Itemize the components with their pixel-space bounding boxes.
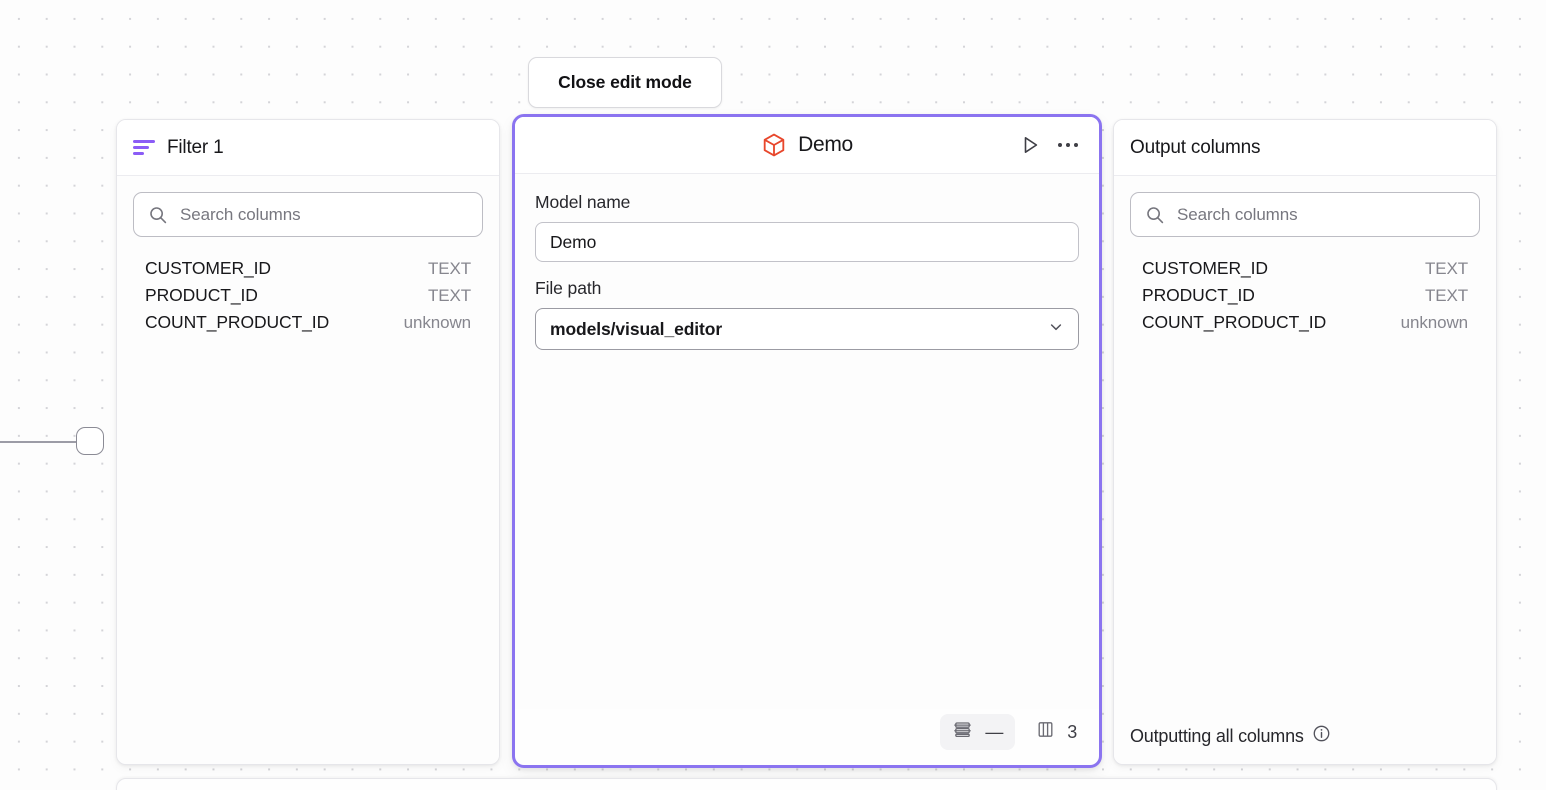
table-row[interactable]: PRODUCT_ID TEXT xyxy=(133,282,483,309)
close-edit-mode-button[interactable]: Close edit mode xyxy=(528,57,722,108)
connector-handle[interactable] xyxy=(76,427,104,455)
column-name: PRODUCT_ID xyxy=(145,285,258,305)
file-path-select[interactable]: models/visual_editor xyxy=(535,308,1079,350)
filter-panel-header: Filter 1 xyxy=(117,120,499,176)
model-panel-title: Demo xyxy=(798,133,853,156)
column-type: unknown xyxy=(1400,313,1468,332)
run-icon[interactable] xyxy=(1013,128,1047,162)
file-path-label: File path xyxy=(535,278,602,298)
cube-icon xyxy=(763,133,785,157)
more-options-icon[interactable] xyxy=(1051,128,1085,162)
model-footer-stats: — 3 xyxy=(515,709,1099,765)
column-type: unknown xyxy=(403,313,471,332)
filter-search-box[interactable] xyxy=(133,192,483,237)
row-count-value: — xyxy=(985,721,1004,742)
columns-icon xyxy=(1035,719,1056,745)
table-row[interactable]: COUNT_PRODUCT_ID unknown xyxy=(1130,309,1480,336)
model-title-group: Demo xyxy=(761,132,853,158)
table-row[interactable]: CUSTOMER_ID TEXT xyxy=(133,255,483,282)
column-name: CUSTOMER_ID xyxy=(145,258,271,278)
filter-node-panel[interactable]: Filter 1 CUSTOMER_ID TEXT PRODUCT_ID TEX… xyxy=(116,119,500,765)
model-node-panel[interactable]: Demo Model name File path models/visual_… xyxy=(512,114,1102,768)
info-icon[interactable] xyxy=(1312,724,1331,748)
output-column-list: CUSTOMER_ID TEXT PRODUCT_ID TEXT COUNT_P… xyxy=(1130,255,1480,336)
filter-icon xyxy=(133,137,155,159)
file-path-value: models/visual_editor xyxy=(550,318,723,339)
model-name-field[interactable] xyxy=(535,222,1079,262)
output-panel-footer: Outputting all columns xyxy=(1114,708,1496,764)
table-row[interactable]: PRODUCT_ID TEXT xyxy=(1130,282,1480,309)
model-name-input[interactable] xyxy=(550,231,1064,253)
column-name: COUNT_PRODUCT_ID xyxy=(1142,312,1327,332)
row-count-stat[interactable]: — xyxy=(940,714,1016,750)
output-panel-body: CUSTOMER_ID TEXT PRODUCT_ID TEXT COUNT_P… xyxy=(1114,176,1496,708)
column-name: PRODUCT_ID xyxy=(1142,285,1255,305)
column-type: TEXT xyxy=(1424,286,1468,305)
filter-search-input[interactable] xyxy=(180,204,468,225)
output-panel-title: Output columns xyxy=(1130,136,1261,158)
model-panel-header: Demo xyxy=(515,117,1099,174)
search-icon xyxy=(1145,205,1165,225)
outputting-all-columns-label: Outputting all columns xyxy=(1130,725,1304,746)
column-name: COUNT_PRODUCT_ID xyxy=(145,312,330,332)
table-row[interactable]: CUSTOMER_ID TEXT xyxy=(1130,255,1480,282)
column-type: TEXT xyxy=(1424,259,1468,278)
output-columns-panel[interactable]: Output columns CUSTOMER_ID TEXT PRODUCT_… xyxy=(1113,119,1497,765)
model-panel-body: Model name File path models/visual_edito… xyxy=(515,174,1099,709)
model-name-label: Model name xyxy=(535,192,631,212)
graph-edge xyxy=(0,425,105,459)
output-search-input[interactable] xyxy=(1177,204,1465,225)
column-count-stat[interactable]: 3 xyxy=(1027,714,1085,750)
search-icon xyxy=(148,205,168,225)
column-count-value: 3 xyxy=(1067,721,1077,742)
column-type: TEXT xyxy=(427,286,471,305)
filter-panel-title: Filter 1 xyxy=(167,136,224,158)
output-panel-header: Output columns xyxy=(1114,120,1496,176)
filter-panel-body: CUSTOMER_ID TEXT PRODUCT_ID TEXT COUNT_P… xyxy=(117,176,499,764)
filter-column-list: CUSTOMER_ID TEXT PRODUCT_ID TEXT COUNT_P… xyxy=(133,255,483,336)
rows-icon xyxy=(952,719,973,745)
output-search-box[interactable] xyxy=(1130,192,1480,237)
bottom-partial-panel[interactable] xyxy=(116,778,1497,790)
edge-line xyxy=(0,441,78,443)
model-header-actions xyxy=(1013,117,1085,173)
column-type: TEXT xyxy=(427,259,471,278)
column-name: CUSTOMER_ID xyxy=(1142,258,1268,278)
table-row[interactable]: COUNT_PRODUCT_ID unknown xyxy=(133,309,483,336)
chevron-down-icon xyxy=(1048,319,1064,340)
